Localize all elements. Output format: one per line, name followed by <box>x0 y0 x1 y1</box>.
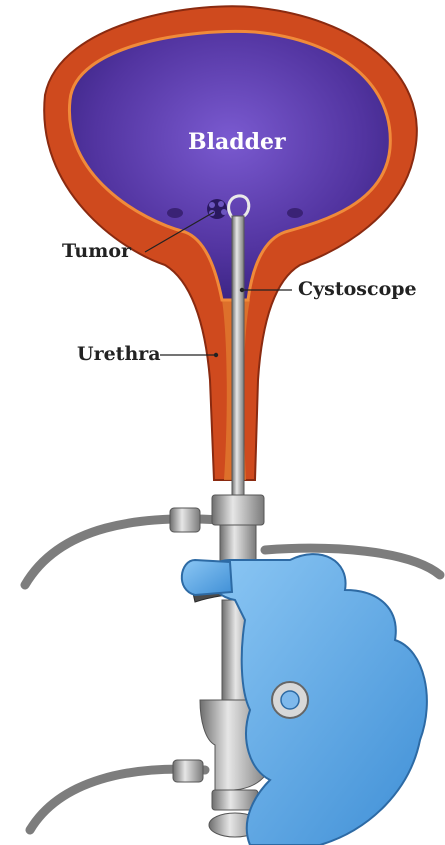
tubing-connector-lower <box>173 760 203 782</box>
ureteral-orifice-left <box>167 208 183 218</box>
ureteral-orifice-right <box>287 208 303 218</box>
tumor <box>207 199 227 219</box>
tubing-connector-upper <box>170 508 200 532</box>
label-cystoscope: Cystoscope <box>298 278 417 300</box>
cystoscope-shaft <box>232 216 244 506</box>
label-urethra: Urethra <box>77 343 161 365</box>
label-tumor: Tumor <box>62 240 131 262</box>
label-bladder: Bladder <box>188 129 286 155</box>
